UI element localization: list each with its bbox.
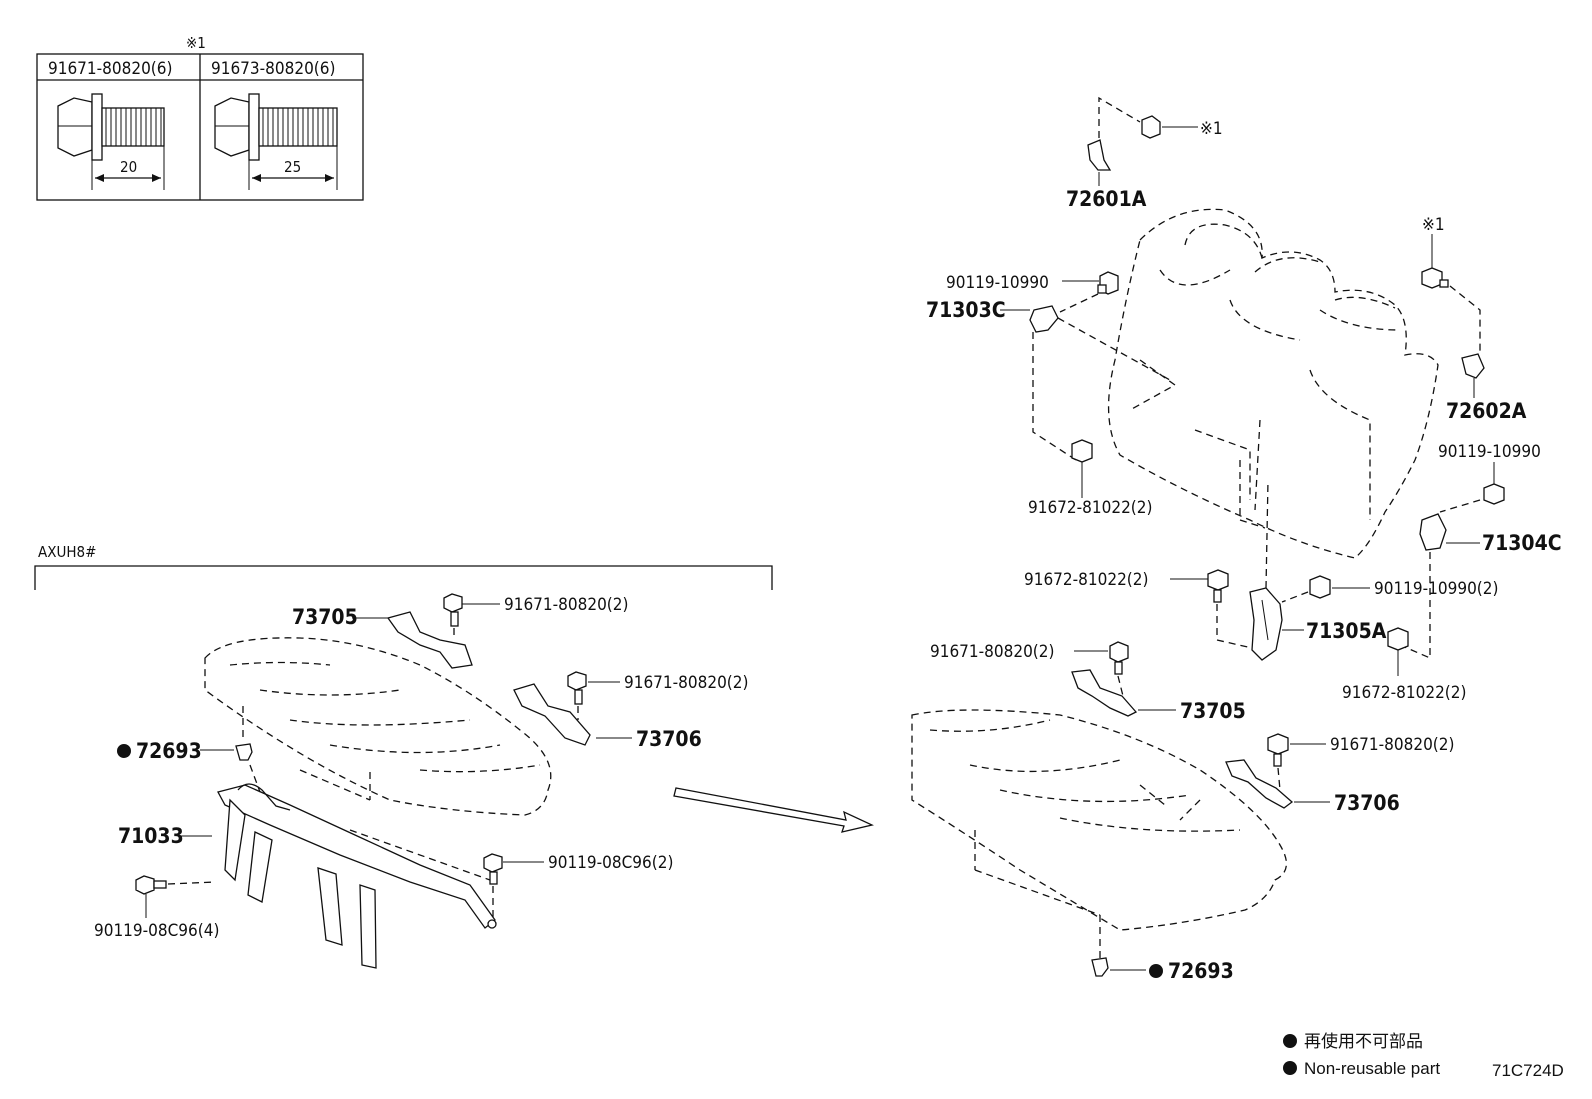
legend-line-english: Non-reusable part bbox=[1304, 1059, 1440, 1078]
bracket-73706-left bbox=[513, 683, 632, 746]
seat-cushion-right bbox=[911, 709, 1287, 960]
bracket-72602a bbox=[1461, 353, 1485, 398]
seat-back-outline bbox=[1107, 208, 1439, 559]
callout-90119-10990-c: 90119-10990(2) bbox=[1374, 579, 1498, 599]
non-reusable-dot-left bbox=[117, 744, 131, 758]
bolt-90119-10990-c bbox=[1281, 575, 1370, 603]
callout-91671-80820-r-b: 91671-80820(2) bbox=[1330, 735, 1454, 755]
bolt-91671-length: 20 bbox=[120, 158, 137, 176]
callout-90119-10990-a: 90119-10990 bbox=[946, 273, 1049, 293]
bolt-91672-81022-c bbox=[1387, 627, 1409, 676]
bolt-table-col1-header: 91671-80820(6) bbox=[48, 59, 172, 79]
rear-seat-assembly-right: 72601A ※1 90119-10990 71303C 91672-8 bbox=[911, 96, 1562, 983]
bracket-73706-right bbox=[1225, 759, 1330, 809]
callout-71304c: 71304C bbox=[1482, 531, 1562, 555]
callout-71033: 71033 bbox=[118, 824, 184, 848]
seat-frame-71033 bbox=[217, 783, 497, 969]
bracket-73705-right bbox=[1071, 669, 1176, 717]
bolt-91671-80820-r-a bbox=[1074, 641, 1129, 701]
diagram-id: 71C724D bbox=[1492, 1061, 1564, 1080]
bolt-91672-81022-b bbox=[1170, 569, 1253, 649]
bolt-table-note: ※1 bbox=[186, 34, 206, 52]
non-reusable-dot-right bbox=[1149, 964, 1163, 978]
bracket-72601a bbox=[1087, 96, 1141, 186]
nut-note1-right bbox=[1421, 234, 1481, 352]
hinge-71303c bbox=[1000, 305, 1171, 461]
bolt-90119-10990-a bbox=[1059, 271, 1119, 313]
callout-73705-right: 73705 bbox=[1180, 699, 1246, 723]
callout-note1-right: ※1 bbox=[1422, 215, 1445, 235]
callout-72693-right: 72693 bbox=[1168, 959, 1234, 983]
legend: 再使用不可部品 Non-reusable part 71C724D bbox=[1283, 1031, 1564, 1080]
callout-73706-left: 73706 bbox=[636, 727, 702, 751]
callout-71305a: 71305A bbox=[1306, 619, 1387, 643]
callout-90119-08c96-2: 90119-08C96(2) bbox=[548, 853, 673, 873]
callout-91671-left-b: 91671-80820(2) bbox=[624, 673, 748, 693]
bolt-91671-left-a bbox=[443, 593, 500, 640]
callout-91672-81022-c: 91672-81022(2) bbox=[1342, 683, 1466, 703]
transition-arrow-icon bbox=[673, 787, 874, 833]
hinge-71305a bbox=[1249, 479, 1304, 661]
callout-73706-right: 73706 bbox=[1334, 791, 1400, 815]
callout-91671-left-a: 91671-80820(2) bbox=[504, 595, 628, 615]
clip-72693-left bbox=[200, 743, 253, 761]
callout-90119-08c96-4: 90119-08C96(4) bbox=[94, 921, 219, 941]
callout-note1-top: ※1 bbox=[1200, 119, 1223, 139]
callout-91672-81022-b: 91672-81022(2) bbox=[1024, 570, 1148, 590]
legend-dot-1 bbox=[1283, 1034, 1297, 1048]
bolt-91672-81022-a bbox=[1071, 439, 1093, 498]
callout-90119-10990-b: 90119-10990 bbox=[1438, 442, 1541, 462]
bolt-90119-08c96-left bbox=[135, 875, 216, 918]
callout-73705-left: 73705 bbox=[292, 605, 358, 629]
legend-dot-2 bbox=[1283, 1061, 1297, 1075]
bolt-spec-table: ※1 91671-80820(6) 91673-80820(6) 20 bbox=[36, 34, 364, 201]
axuh8-variant-group: AXUH8# 73705 91671-80820(2) 73706 bbox=[34, 543, 773, 969]
callout-71303c: 71303C bbox=[926, 298, 1006, 322]
variant-bracket bbox=[34, 565, 773, 590]
clip-72693-right bbox=[1091, 957, 1146, 977]
callout-72693-left: 72693 bbox=[136, 739, 202, 763]
callout-91672-81022-a: 91672-81022(2) bbox=[1028, 498, 1152, 518]
bolt-91671-80820-r-b bbox=[1267, 733, 1326, 791]
callout-72602a: 72602A bbox=[1446, 399, 1527, 423]
bolt-table-col2-header: 91673-80820(6) bbox=[211, 59, 335, 79]
bolt-91673-icon: 25 bbox=[214, 93, 338, 190]
bracket-73705-left bbox=[352, 611, 473, 669]
bolt-91671-icon: 20 bbox=[57, 93, 165, 190]
bolt-90119-10990-b bbox=[1439, 462, 1505, 513]
variant-label: AXUH8# bbox=[38, 543, 96, 561]
callout-72601a: 72601A bbox=[1066, 187, 1147, 211]
nut-note1-top bbox=[1141, 115, 1198, 139]
bolt-91673-length: 25 bbox=[284, 158, 301, 176]
callout-91671-80820-r-a: 91671-80820(2) bbox=[930, 642, 1054, 662]
seat-cushion-left bbox=[204, 637, 552, 816]
legend-line-japanese: 再使用不可部品 bbox=[1304, 1031, 1423, 1051]
hinge-71304c bbox=[1399, 513, 1480, 659]
bolt-91671-left-b bbox=[567, 671, 620, 720]
bolt-90119-08c96-right bbox=[483, 853, 544, 918]
